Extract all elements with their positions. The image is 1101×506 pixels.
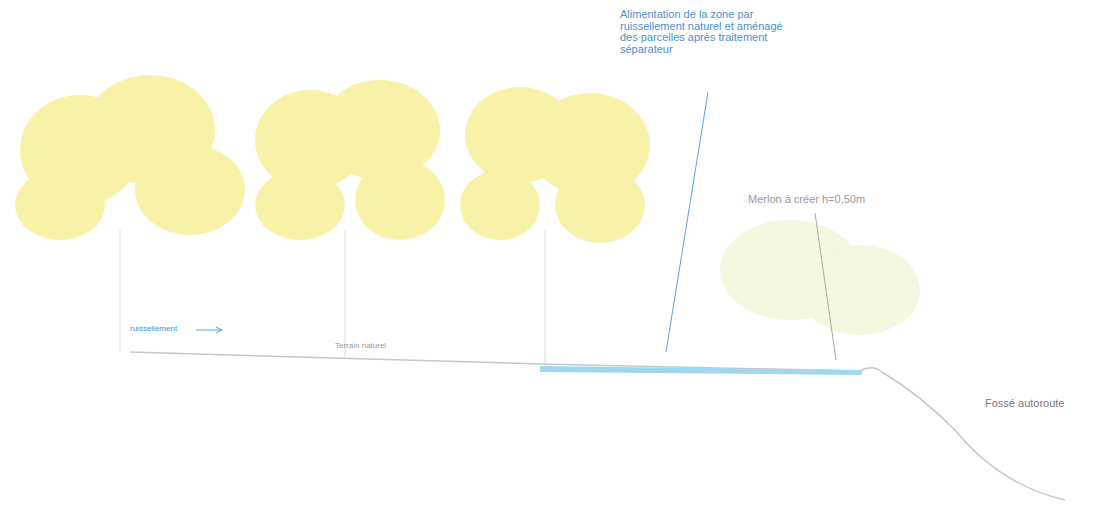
merlon-label: Merlon à créer h=0,50m <box>748 194 948 206</box>
merlon-leader <box>815 213 836 360</box>
trees <box>15 75 650 243</box>
runoff-label: ruissellement <box>130 325 200 333</box>
water-strip <box>540 366 862 375</box>
feed-leader <box>666 92 708 352</box>
ruissellement-arrow <box>196 327 222 333</box>
ground-line <box>130 352 1065 500</box>
feed-note: Alimentation de la zone par ruissellemen… <box>620 9 795 55</box>
faint-tree <box>720 220 920 335</box>
trunks <box>120 230 545 364</box>
ditch-label: Fossé autoroute <box>985 398 1095 410</box>
terrain-label: Terrain naturel <box>335 342 415 350</box>
